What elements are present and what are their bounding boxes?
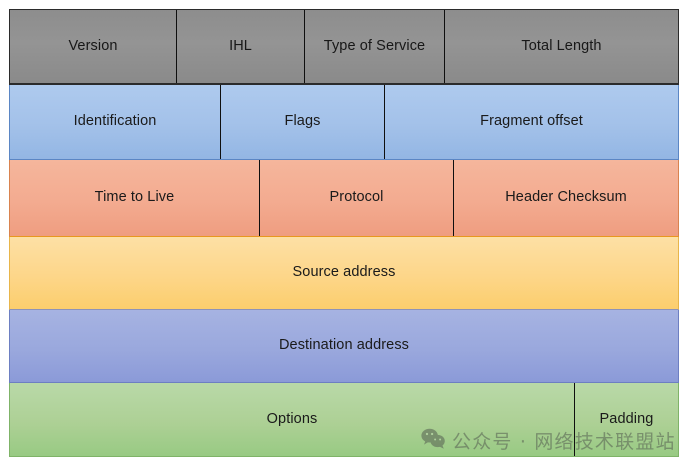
- field-fragment-offset: Fragment offset: [384, 85, 678, 159]
- field-protocol: Protocol: [259, 160, 453, 236]
- options-row: Options Padding: [9, 383, 679, 457]
- field-version: Version: [68, 37, 118, 54]
- field-header-checksum: Header Checksum: [453, 160, 678, 236]
- field-total-length: Total Length: [444, 10, 678, 83]
- field-flags: Flags: [220, 85, 384, 159]
- field-ihl: IHL: [176, 10, 304, 83]
- header-row: Version IHL Type of Service Total Length: [9, 9, 679, 85]
- source-row: Source address: [9, 237, 679, 310]
- field-options: Options: [266, 410, 318, 427]
- field-time-to-live: Time to Live: [94, 189, 175, 206]
- field-type-of-service: Type of Service: [304, 10, 444, 83]
- ttl-row: Time to Live Protocol Header Checksum: [9, 160, 679, 237]
- field-padding: Padding: [574, 383, 678, 456]
- identification-row: Identification Flags Fragment offset: [9, 85, 679, 160]
- field-destination-address: Destination address: [278, 337, 410, 354]
- field-identification: Identification: [73, 113, 157, 130]
- ipv4-header-diagram: Version IHL Type of Service Total Length…: [9, 9, 679, 458]
- field-source-address: Source address: [292, 264, 396, 281]
- destination-row: Destination address: [9, 310, 679, 383]
